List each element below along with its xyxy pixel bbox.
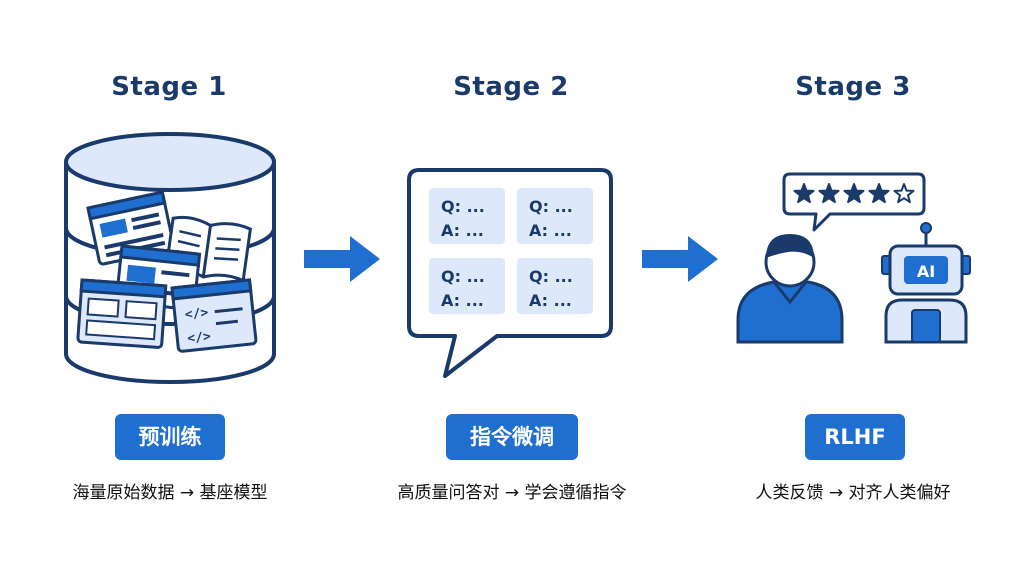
- document-window-icon: [76, 278, 168, 349]
- qa-card: Q: ... A: ...: [429, 258, 505, 314]
- question-text: Q: ...: [529, 197, 573, 216]
- answer-text: A: ...: [529, 221, 572, 240]
- qa-card: Q: ... A: ...: [517, 258, 593, 314]
- robot-icon: AI: [881, 222, 971, 344]
- stage-3-title: Stage 3: [795, 72, 911, 102]
- speech-bubble-icon: Q: ... A: ... Q: ... A: ... Q: ... A: ..…: [407, 168, 613, 378]
- database-cylinder-icon: </> </>: [64, 132, 276, 384]
- robot-label: AI: [917, 262, 935, 281]
- stage-3-badge: RLHF: [805, 414, 905, 460]
- right-arrow-icon: [642, 236, 718, 282]
- answer-text: A: ...: [529, 291, 572, 310]
- person-icon: [736, 234, 844, 344]
- stage-1-description: 海量原始数据 → 基座模型: [72, 483, 268, 503]
- star-filled-icon: [843, 183, 865, 204]
- right-arrow-icon: [304, 236, 380, 282]
- answer-text: A: ...: [441, 291, 484, 310]
- question-text: Q: ...: [441, 267, 485, 286]
- star-empty-icon: [893, 183, 915, 204]
- rlhf-illustration: AI: [736, 172, 971, 344]
- answer-text: A: ...: [441, 221, 484, 240]
- stage-1-badge: 预训练: [115, 414, 225, 460]
- qa-card: Q: ... A: ...: [517, 188, 593, 244]
- qa-card: Q: ... A: ...: [429, 188, 505, 244]
- star-filled-icon: [818, 183, 840, 204]
- rating-bubble: [782, 172, 926, 232]
- stage-3-description: 人类反馈 → 对齐人类偏好: [755, 483, 951, 503]
- stage-2-description: 高质量问答对 → 学会遵循指令: [397, 483, 627, 503]
- code-glyph-top: </>: [184, 305, 209, 322]
- stage-2-title: Stage 2: [453, 72, 569, 102]
- question-text: Q: ...: [529, 267, 573, 286]
- question-text: Q: ...: [441, 197, 485, 216]
- stage-1-title: Stage 1: [111, 72, 227, 102]
- star-filled-icon: [793, 183, 815, 204]
- star-filled-icon: [868, 183, 890, 204]
- code-window-icon: </> </>: [170, 278, 258, 353]
- stage-2-badge: 指令微调: [446, 414, 578, 460]
- code-glyph-bottom: </>: [187, 329, 212, 346]
